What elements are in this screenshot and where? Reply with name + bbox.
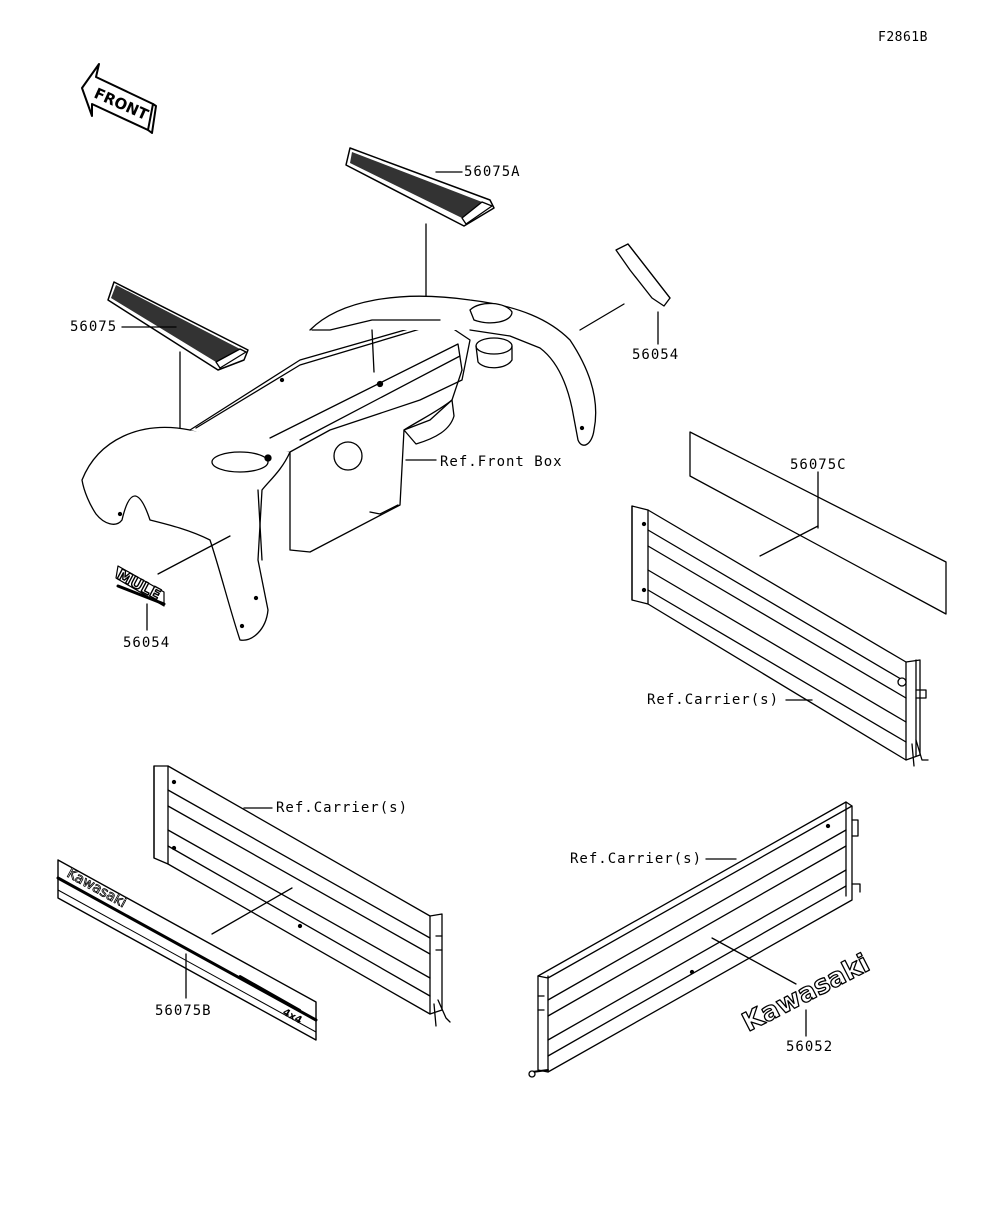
carrier-top-right [631, 505, 929, 767]
front-arrow-icon: FRONT [81, 63, 157, 134]
decal-56054-left: MULE [113, 565, 166, 607]
decal-56054-right [615, 243, 671, 307]
ref-label-carrier-2: Ref.Carrier(s) [276, 800, 409, 816]
part-label-56075c: 56075C [790, 457, 847, 473]
part-label-56075b: 56075B [155, 1003, 212, 1019]
part-label-56054-right: 56054 [632, 347, 680, 363]
ref-label-front-box: Ref.Front Box [440, 454, 563, 470]
figure-id: F2861B [878, 30, 928, 45]
decal-56075 [107, 281, 249, 371]
carrier-bottom-right [528, 801, 861, 1078]
part-label-56075a: 56075A [464, 164, 521, 180]
decal-56075a [345, 147, 495, 227]
part-label-56054-left: 56054 [123, 635, 171, 651]
ref-label-carrier-3: Ref.Carrier(s) [570, 851, 703, 867]
part-label-56052: 56052 [786, 1039, 834, 1055]
mule-decal-text: MULE [114, 566, 164, 604]
carrier-bottom-left [153, 765, 451, 1027]
ref-label-carrier-1: Ref.Carrier(s) [647, 692, 780, 708]
part-label-56075: 56075 [70, 319, 118, 335]
front-body [81, 295, 597, 641]
